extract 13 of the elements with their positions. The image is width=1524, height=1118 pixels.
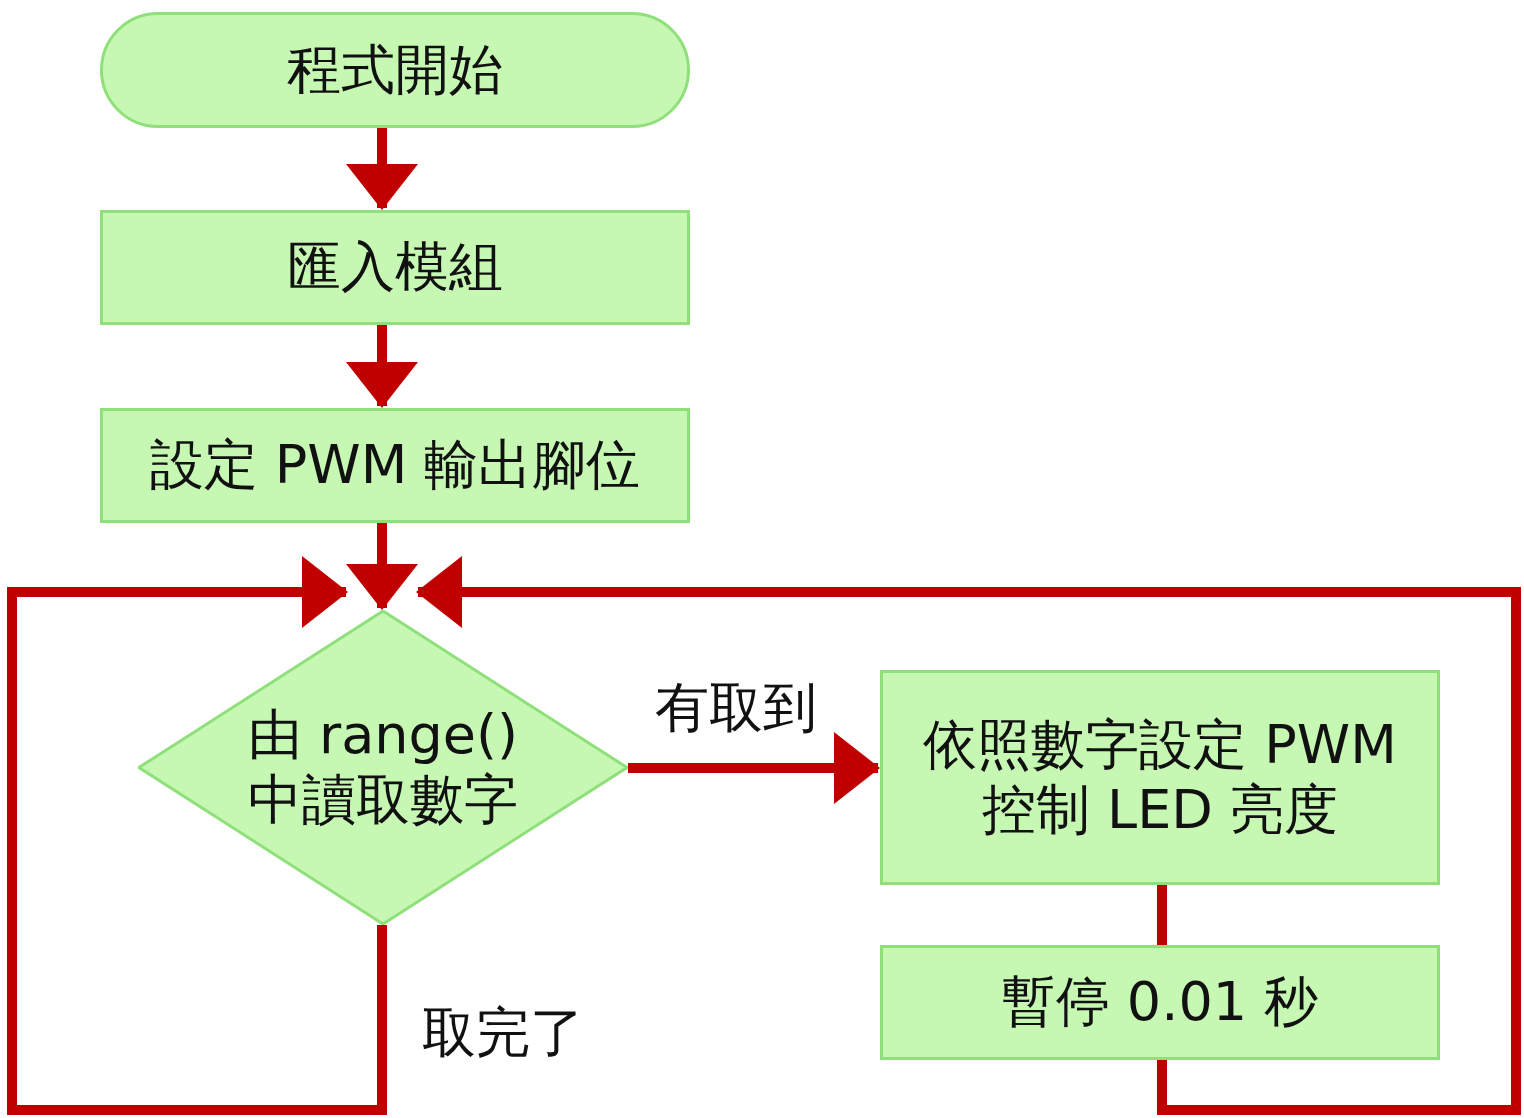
process-box: 匯入模組 bbox=[100, 210, 690, 325]
arrow bbox=[346, 523, 418, 610]
process-box: 暫停 0.01 秒 bbox=[880, 945, 1440, 1060]
arrow bbox=[346, 325, 418, 408]
arrow bbox=[7, 556, 387, 1115]
arrow bbox=[346, 128, 418, 210]
process-box: 依照數字設定 PWM 控制 LED 亮度 bbox=[880, 670, 1440, 885]
decision-diamond: 由 range() 中讀取數字 bbox=[138, 610, 628, 925]
process-box: 設定 PWM 輸出腳位 bbox=[100, 408, 690, 523]
arrow bbox=[416, 556, 1521, 1115]
start-terminal: 程式開始 bbox=[100, 12, 690, 128]
connector-line bbox=[1157, 885, 1167, 945]
arrow bbox=[628, 732, 880, 804]
